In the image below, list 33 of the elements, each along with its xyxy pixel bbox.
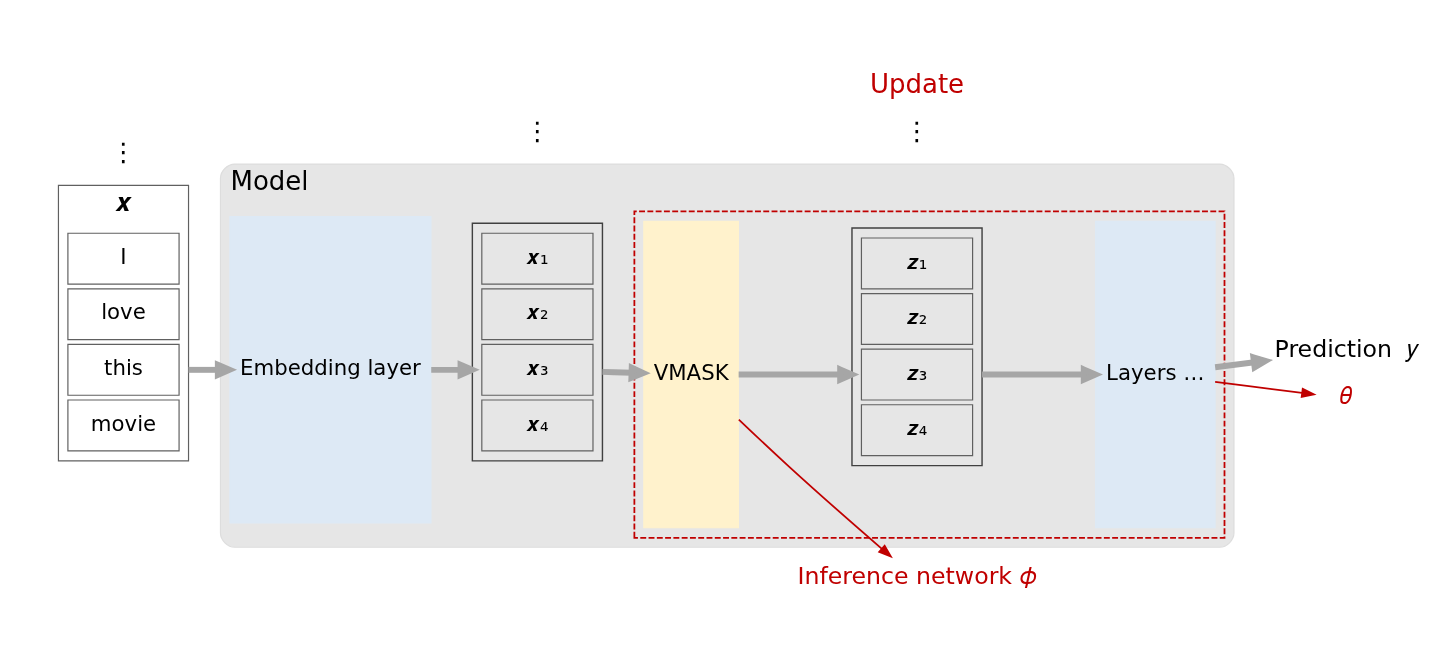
arrow [982,364,1103,385]
node-box: Embedding layer [229,216,432,524]
cluster [851,227,983,467]
node-box: I [67,232,180,285]
cluster [471,222,604,462]
label: ⋮ [110,137,137,168]
node-text: Prediction 𝑦 [1274,334,1419,363]
node-box: movie [67,399,180,452]
node-box: Layers … [1095,220,1216,529]
node-box: 𝒛₃ [860,348,974,401]
node-text: Inference network 𝜙 [797,561,1037,590]
node-box: VMASK [643,220,740,529]
node-box: 𝒛₁ [860,237,974,290]
arrow [1214,381,1317,399]
node-box: love [67,288,180,341]
node-box: 𝒛₄ [860,404,974,457]
label: Update [869,68,965,99]
node-box: 𝒙₃ [481,343,594,396]
cluster [633,210,1226,539]
arrow [188,360,238,380]
node-box: this [67,343,180,396]
arrow [602,362,651,383]
arrow [1214,353,1274,373]
label: ⋮ [904,115,931,146]
node-box: 𝒙₄ [481,399,594,452]
arrow [431,360,480,380]
label: ⋮ [524,115,551,146]
node-box: 𝒙₁ [481,232,594,285]
arrow [737,418,893,559]
node-text: 𝜃 [1340,382,1353,411]
arrow [738,364,860,385]
node-box: 𝒛₂ [860,293,974,345]
node-box: 𝒙₂ [481,288,594,341]
